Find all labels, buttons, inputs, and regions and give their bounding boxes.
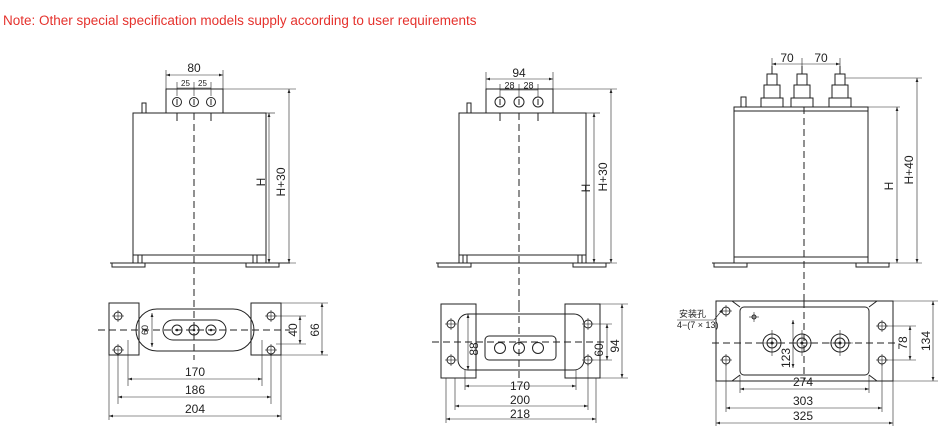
view2-mount-outer-label: 94 xyxy=(608,339,622,353)
view2-mount-hole-tl xyxy=(445,318,457,330)
view1-front-elevation: H H+30 80 25 25 xyxy=(110,61,296,305)
view2-height-label: H xyxy=(579,184,593,193)
view1-terminal-1 xyxy=(172,97,182,107)
view2-front-elevation: H H+30 94 28 28 xyxy=(436,66,617,305)
view1-mount-outer-label: 66 xyxy=(308,323,322,337)
view1-height-label: H xyxy=(254,178,268,187)
view3-width-274: 274 xyxy=(793,375,813,389)
view3-terminal-spacing-1: 70 xyxy=(780,51,794,65)
view2-mount-inner-left-label: 88 xyxy=(467,342,481,356)
view2-width-200: 200 xyxy=(510,393,530,407)
view1-height-plus-label: H+30 xyxy=(274,167,288,196)
view2-width-170: 170 xyxy=(510,379,530,393)
view2-width-218: 218 xyxy=(510,407,530,421)
view3-bushing-1 xyxy=(760,66,784,108)
view3-front-elevation: 70 70 H H+40 xyxy=(712,51,922,305)
view3-height-plus-label: H+40 xyxy=(902,155,916,184)
view3-mount-outer-label: 134 xyxy=(919,331,933,351)
view1-bottom-view: 60 40 66 170 186 204 xyxy=(98,300,328,420)
view3-hole-label: 安装孔 xyxy=(679,308,706,319)
note-text: Note: Other special specification models… xyxy=(3,13,477,28)
view1-mount-slot-label: 60 xyxy=(140,325,150,335)
view3-height-label: H xyxy=(882,182,896,191)
view1-mount-inner-label: 40 xyxy=(286,323,300,337)
view2-mount-hole-bl xyxy=(445,354,457,366)
view1-terminal-spacing-2: 25 xyxy=(198,79,207,88)
view2-bottom-terminal-1 xyxy=(494,342,506,354)
view2-terminal-spacing-1: 28 xyxy=(504,81,514,91)
view1-mount-hole-tl xyxy=(112,310,124,322)
view3-bushing-2 xyxy=(790,66,814,108)
view1-top-width-label: 80 xyxy=(187,61,201,75)
view3-mount-hole-tl xyxy=(720,305,732,317)
view3-grounding-mark xyxy=(749,312,759,322)
view3-bushing-3 xyxy=(828,66,852,108)
view2-mount-hole-tr xyxy=(582,318,594,330)
view1-terminal-spacing-1: 25 xyxy=(181,79,190,88)
view2-terminal-3 xyxy=(532,96,544,108)
view2-bottom-view: 88 60 94 170 200 218 xyxy=(432,303,628,423)
view3-bottom-view: 安装孔 4−(7 × 13) 123 78 134 274 303 325 xyxy=(677,300,938,426)
view1-width-204: 204 xyxy=(185,402,205,416)
view2-bottom-terminal-3 xyxy=(532,342,544,354)
view2-terminal-2 xyxy=(513,96,525,108)
view2-mount-inner-label: 60 xyxy=(592,343,606,357)
view2-top-width-label: 94 xyxy=(512,66,526,80)
view3-mount-center-label: 123 xyxy=(779,348,793,368)
view3-width-303: 303 xyxy=(793,394,813,408)
view1-terminal-2 xyxy=(189,97,199,107)
view3-width-325: 325 xyxy=(793,409,813,423)
view3-terminal-spacing-2: 70 xyxy=(814,51,828,65)
view2-terminal-1 xyxy=(494,96,506,108)
view1-width-186: 186 xyxy=(185,383,205,397)
view2-height-plus-label: H+30 xyxy=(596,162,610,191)
view2-terminal-spacing-2: 28 xyxy=(523,81,533,91)
view3-hole-spec: 4−(7 × 13) xyxy=(677,320,719,330)
view1-terminal-3 xyxy=(206,97,216,107)
view1-width-170: 170 xyxy=(185,365,205,379)
view3-mount-inner-label: 78 xyxy=(896,336,910,350)
view1-mount-hole-tr xyxy=(265,310,277,322)
